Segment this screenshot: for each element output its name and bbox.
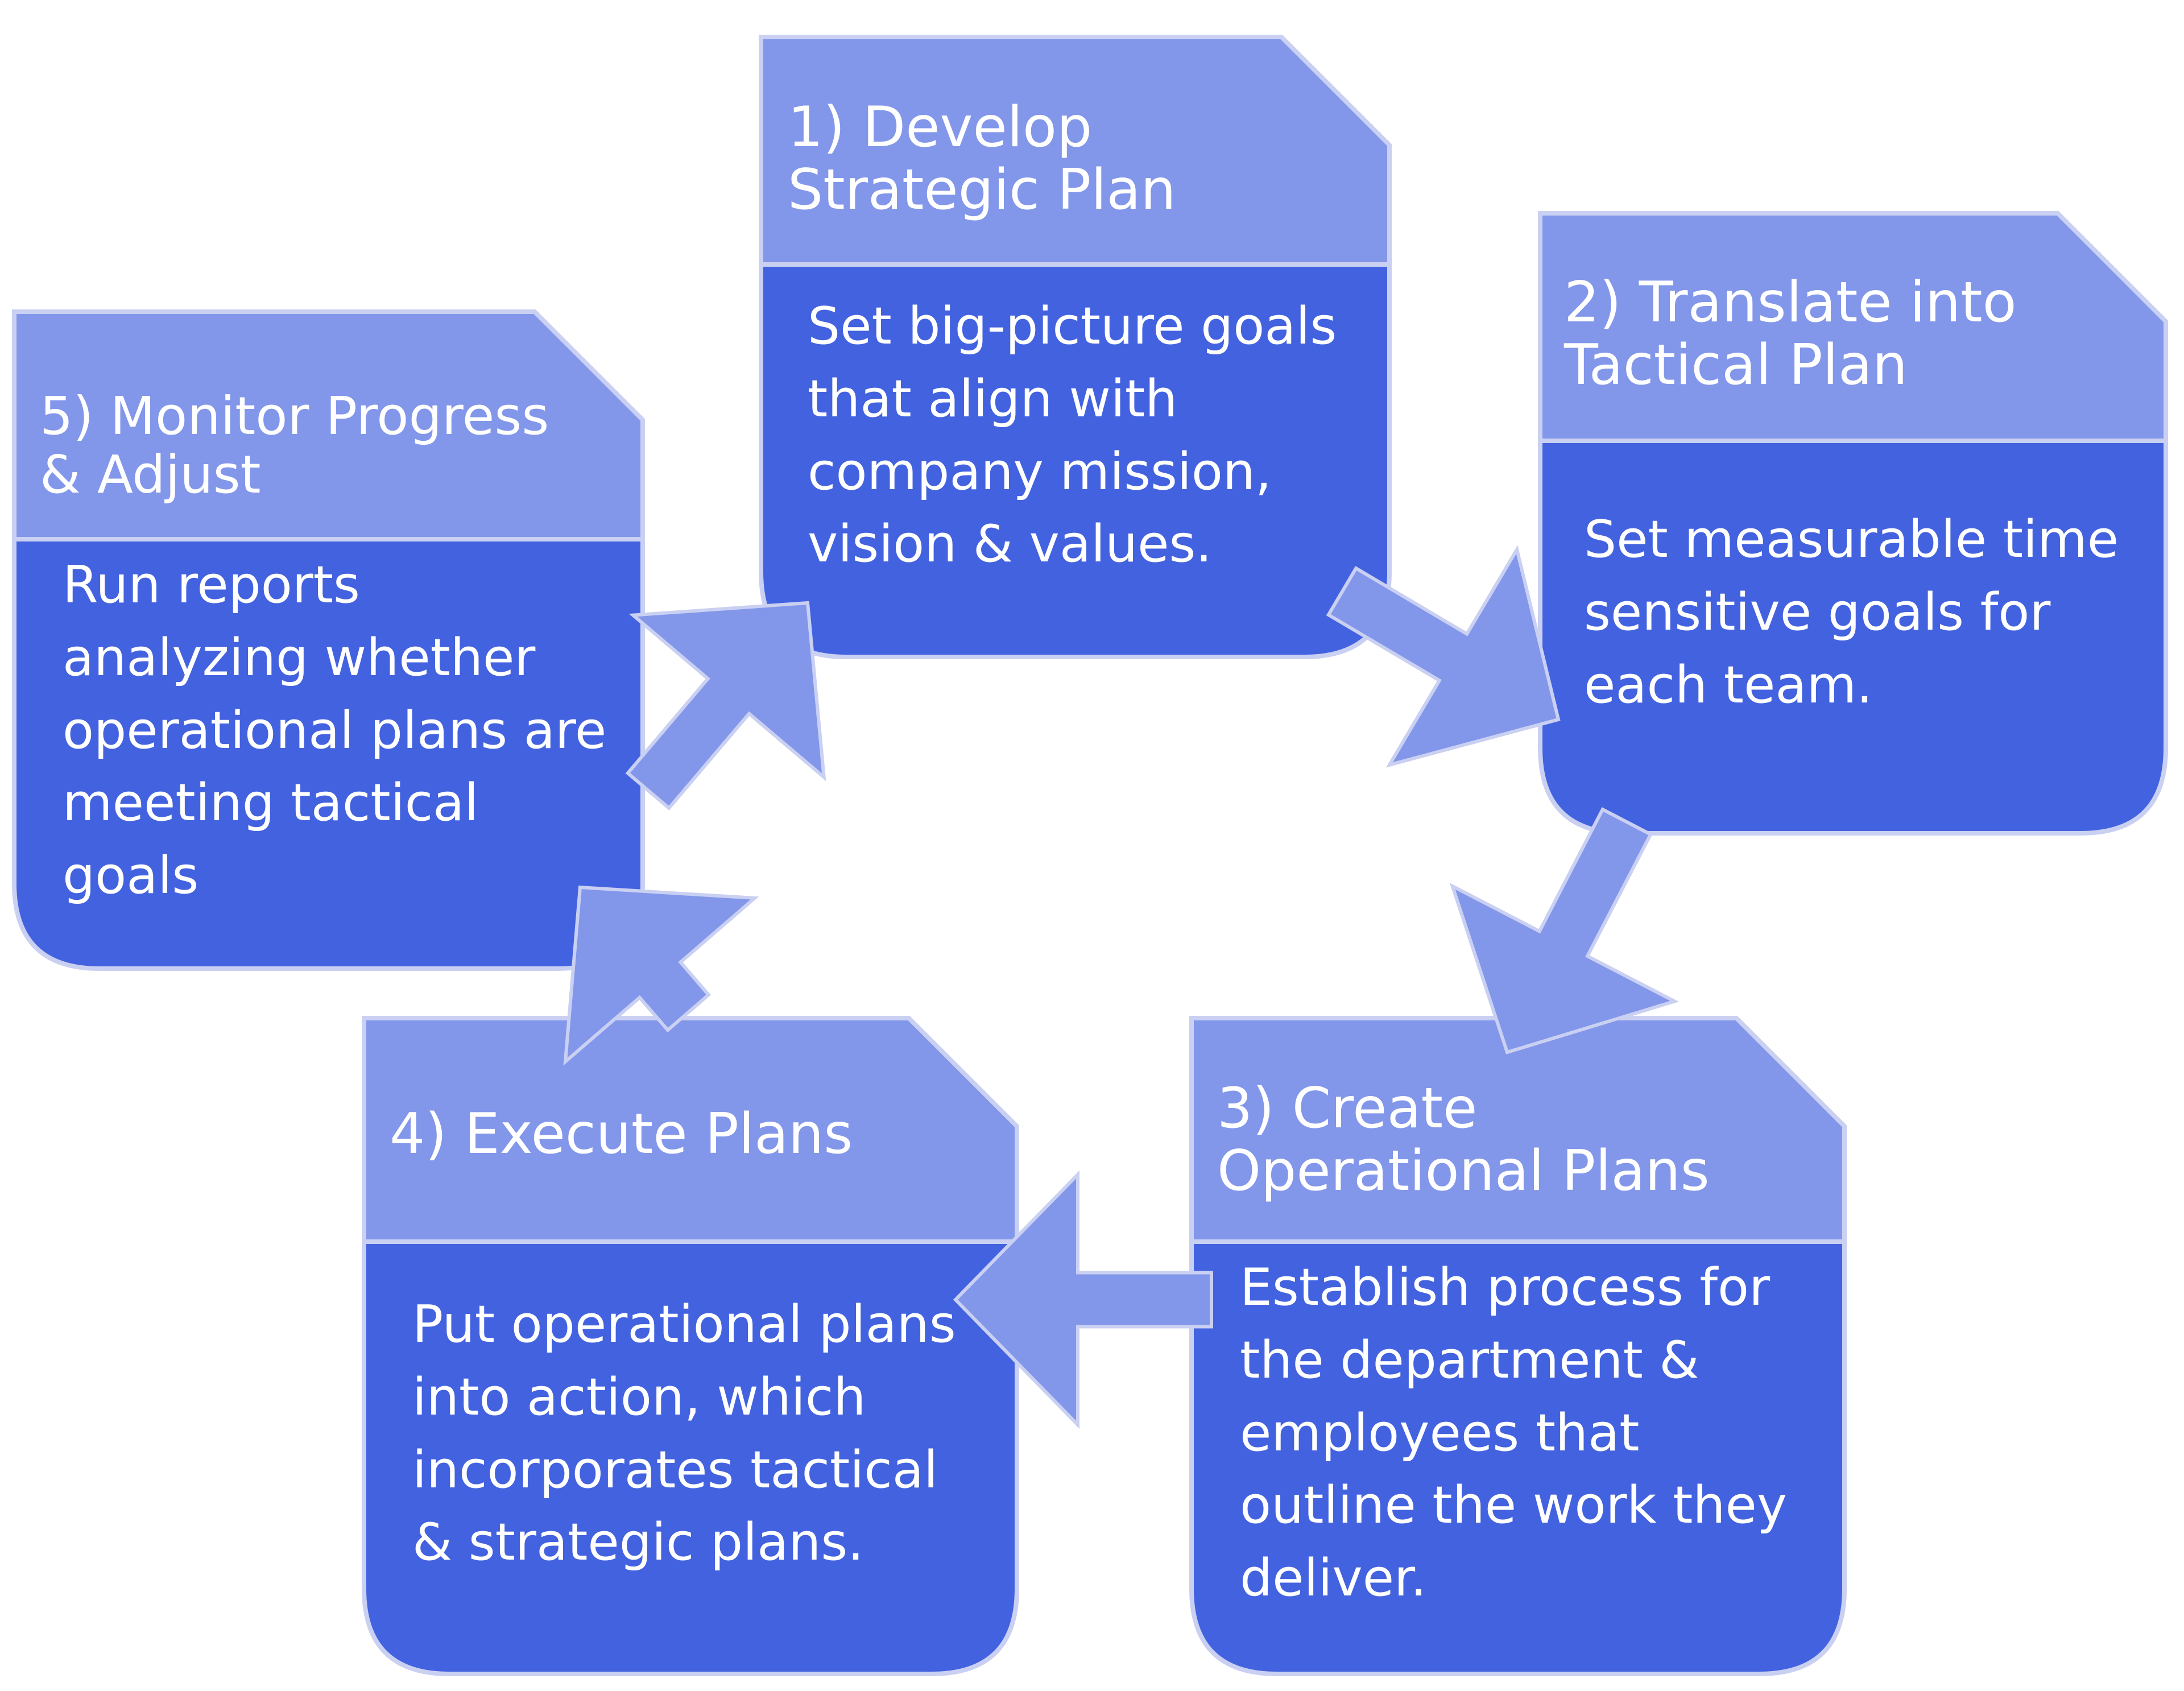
step-1-header [759,35,1392,267]
step-4-description: Put operational plans into action, which… [412,1295,956,1573]
step-4-header [362,1016,1019,1244]
step-4-card [362,1016,1019,1676]
step-3-body [1189,1239,1847,1676]
step-3-header [1189,1016,1847,1244]
step-2-card [1538,211,2168,836]
arrow-step-3-to-step-4 [953,1170,1213,1429]
step-5-header [12,309,645,541]
step-3-description: Establish process for the department & e… [1240,1258,1788,1609]
step-4-body [362,1239,1019,1676]
step-5-card [12,309,645,971]
step-2-description: Set measurable time sensitive goals for … [1584,510,2119,715]
step-1-card [759,35,1392,659]
arrow-step-1-to-step-2 [1326,545,1561,768]
step-2-header [1538,211,2168,443]
step-1-description: Set big-picture goals that align with co… [808,296,1337,574]
step-3-card [1189,1016,1847,1676]
step-1-title: 1) Develop Strategic Plan [788,95,1176,222]
step-2-body [1538,439,2168,836]
step-2-title: 2) Translate into Tactical Plan [1564,270,2017,398]
step-5-title: 5) Monitor Progress & Adjust [40,386,549,506]
step-3-title: 3) Create Operational Plans [1217,1076,1710,1204]
step-5-description: Run reports analyzing whether operationa… [63,555,607,906]
arrow-step-4-to-step-5 [563,885,759,1066]
arrow-step-2-to-step-3 [1449,807,1680,1055]
arrow-step-5-to-step-1 [625,601,826,811]
step-4-title: 4) Execute Plans [390,1102,853,1167]
